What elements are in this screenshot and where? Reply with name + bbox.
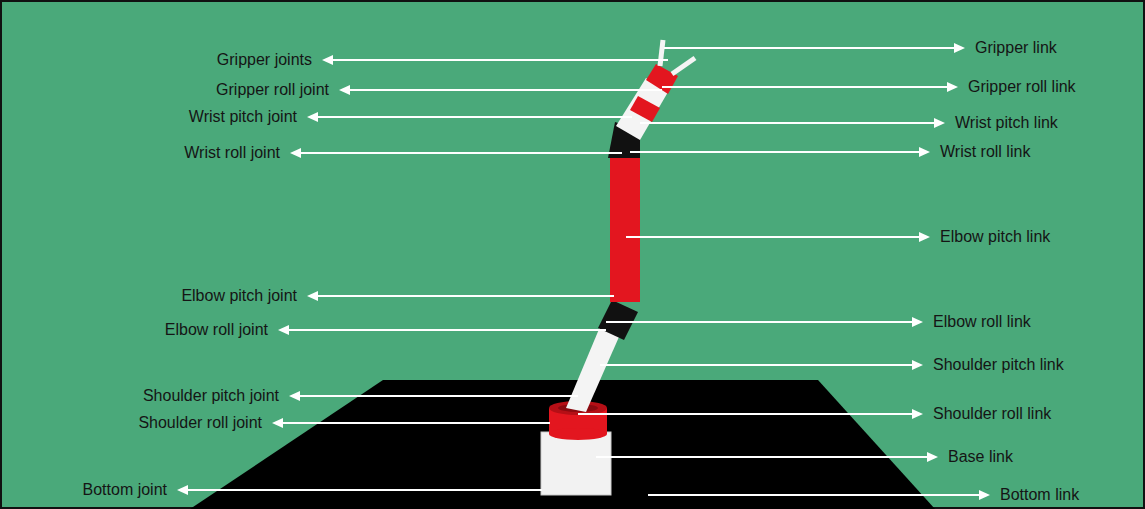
arrow-head: [307, 112, 318, 122]
part-label: Gripper roll link: [968, 78, 1076, 96]
part-label: Elbow roll joint: [165, 321, 268, 339]
part-label: Shoulder pitch joint: [143, 387, 279, 405]
leader-arrow: [630, 147, 930, 157]
leader-line: [286, 329, 606, 331]
arrow-head: [177, 485, 188, 495]
leader-line: [606, 321, 915, 323]
leader-line: [630, 151, 922, 153]
leader-arrow: [177, 485, 542, 495]
gripper-finger: [660, 40, 663, 66]
arrow-head: [954, 43, 965, 53]
arrow-head: [934, 118, 945, 128]
arrow-head: [912, 360, 923, 370]
arrow-head: [290, 148, 301, 158]
leader-line: [315, 295, 614, 297]
part-label: Wrist pitch joint: [189, 108, 297, 126]
arrow-head: [278, 325, 289, 335]
part-label: Elbow pitch joint: [181, 287, 297, 305]
leader-line: [640, 122, 937, 124]
arrow-head: [912, 409, 923, 419]
leader-arrow: [307, 291, 614, 301]
leader-arrow: [596, 452, 938, 462]
leader-arrow: [290, 148, 622, 158]
leader-line: [662, 86, 950, 88]
arrow-head: [289, 391, 300, 401]
arrow-head: [919, 147, 930, 157]
leader-arrow: [626, 232, 930, 242]
leader-line: [596, 456, 930, 458]
part-label: Elbow pitch link: [940, 228, 1050, 246]
wrist-band: [630, 96, 660, 122]
leader-line: [280, 422, 550, 424]
leader-line: [626, 236, 922, 238]
arrow-head: [927, 452, 938, 462]
leader-arrow: [578, 409, 923, 419]
leader-arrow: [662, 82, 958, 92]
part-label: Gripper joints: [217, 51, 312, 69]
part-label: Wrist roll link: [940, 143, 1030, 161]
leader-arrow: [664, 43, 965, 53]
leader-line: [664, 47, 957, 49]
arrow-head: [322, 55, 333, 65]
leader-line: [315, 116, 632, 118]
leader-arrow: [307, 112, 632, 122]
arrow-head: [272, 418, 283, 428]
shoulder-pitch-link: [566, 322, 622, 412]
leader-line: [578, 413, 915, 415]
leader-arrow: [640, 118, 945, 128]
part-label: Gripper link: [975, 39, 1057, 57]
leader-arrow: [600, 360, 923, 370]
leader-line: [648, 494, 982, 496]
leader-line: [600, 364, 915, 366]
cylinder-bottom: [549, 428, 607, 440]
base-link: [541, 432, 611, 495]
leader-arrow: [606, 317, 923, 327]
arrow-head: [912, 317, 923, 327]
part-label: Base link: [948, 448, 1013, 466]
elbow-roll-link: [598, 300, 638, 340]
leader-arrow: [648, 490, 990, 500]
leader-line: [330, 59, 668, 61]
part-label: Bottom joint: [83, 481, 167, 499]
part-label: Wrist pitch link: [955, 114, 1058, 132]
leader-line: [298, 152, 622, 154]
leader-arrow: [278, 325, 606, 335]
leader-line: [347, 89, 662, 91]
part-label: Shoulder roll link: [933, 405, 1051, 423]
part-label: Shoulder pitch link: [933, 356, 1064, 374]
gripper-finger: [672, 58, 695, 74]
leader-arrow: [339, 85, 662, 95]
elbow-pitch-link: [610, 150, 640, 302]
leader-line: [185, 489, 542, 491]
leader-arrow: [289, 391, 578, 401]
arrow-head: [947, 82, 958, 92]
leader-line: [297, 395, 578, 397]
leader-arrow: [272, 418, 550, 428]
arrow-head: [919, 232, 930, 242]
leader-arrow: [322, 55, 668, 65]
part-label: Elbow roll link: [933, 313, 1031, 331]
part-label: Shoulder roll joint: [138, 414, 262, 432]
part-label: Bottom link: [1000, 486, 1079, 504]
arrow-head: [307, 291, 318, 301]
arrow-head: [339, 85, 350, 95]
arrow-head: [979, 490, 990, 500]
part-label: Wrist roll joint: [184, 144, 280, 162]
part-label: Gripper roll joint: [216, 81, 329, 99]
